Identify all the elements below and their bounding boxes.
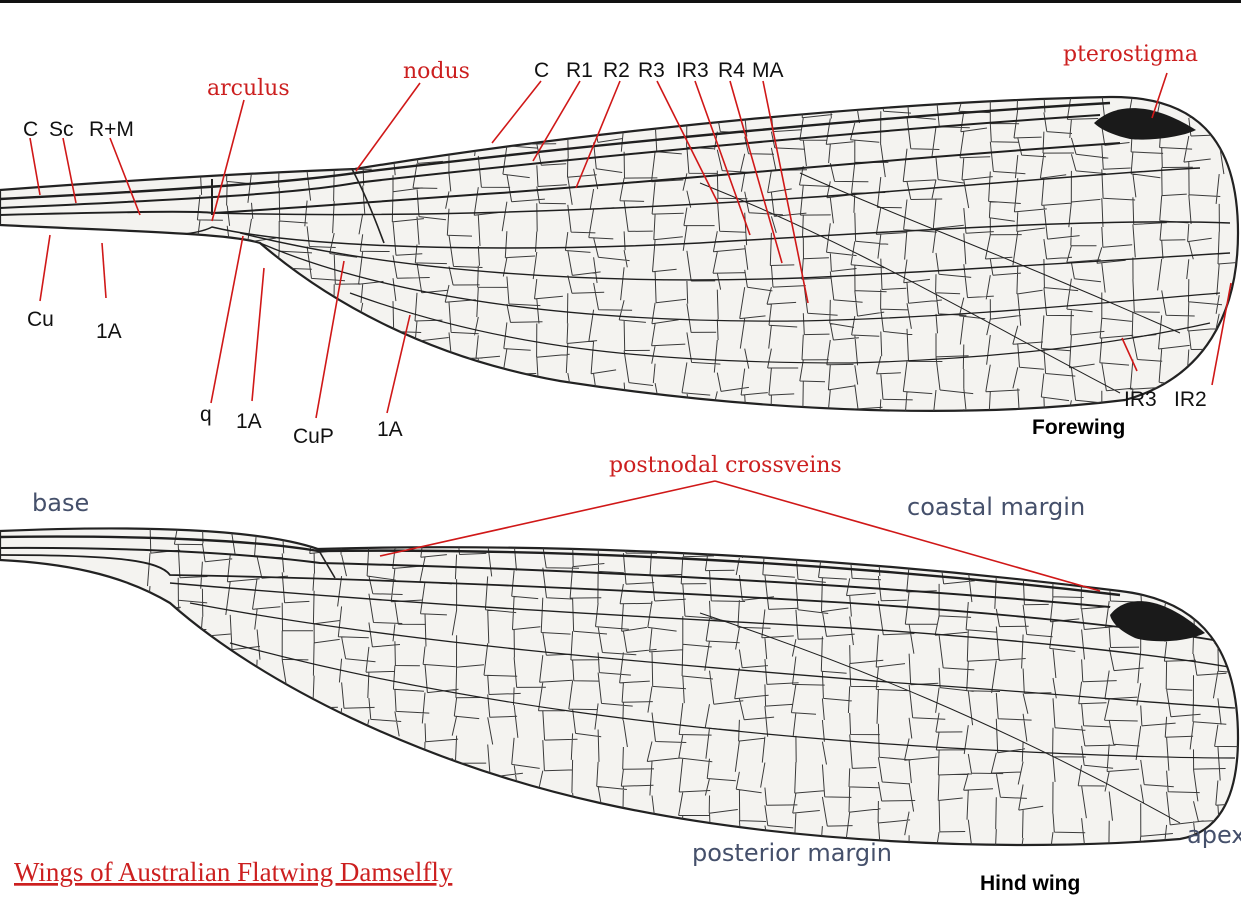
label-c-top: C: [534, 59, 549, 82]
label-cup: CuP: [293, 425, 334, 448]
label-coastal-margin: coastal margin: [907, 493, 1085, 521]
figure-title: Wings of Australian Flatwing Damselfly: [14, 857, 453, 887]
label-ir3-top: IR3: [676, 59, 709, 82]
label-arculus: arculus: [207, 76, 290, 101]
hindwing: [0, 523, 1241, 884]
label-nodus: nodus: [403, 59, 470, 84]
forewing: [0, 93, 1241, 455]
label-ir3-bottom: IR3: [1124, 388, 1157, 411]
label-posterior-margin: posterior margin: [692, 839, 892, 867]
label-r4: R4: [718, 59, 745, 82]
label-pterostigma: pterostigma: [1063, 42, 1198, 67]
label-r1: R1: [566, 59, 593, 82]
label-cu: Cu: [27, 308, 54, 331]
label-hind-wing: Hind wing: [980, 872, 1080, 895]
label-q: q: [200, 403, 212, 426]
wing-diagram-svg: C Sc R+M Cu 1A arculus nodus C R1 R2 R3 …: [0, 3, 1241, 911]
label-ir2: IR2: [1174, 388, 1207, 411]
label-ma: MA: [752, 59, 784, 82]
label-r-m: R+M: [89, 118, 134, 141]
label-apex: apex: [1187, 821, 1241, 849]
label-c-base: C: [23, 118, 38, 141]
label-postnodal-crossveins: postnodal crossveins: [609, 453, 842, 478]
label-1a-right: 1A: [377, 418, 403, 441]
label-forewing: Forewing: [1032, 416, 1125, 439]
label-sc: Sc: [49, 118, 74, 141]
label-base: base: [32, 489, 89, 517]
label-1a-mid: 1A: [236, 410, 262, 433]
label-r3: R3: [638, 59, 665, 82]
label-1a-base: 1A: [96, 320, 122, 343]
label-r2: R2: [603, 59, 630, 82]
